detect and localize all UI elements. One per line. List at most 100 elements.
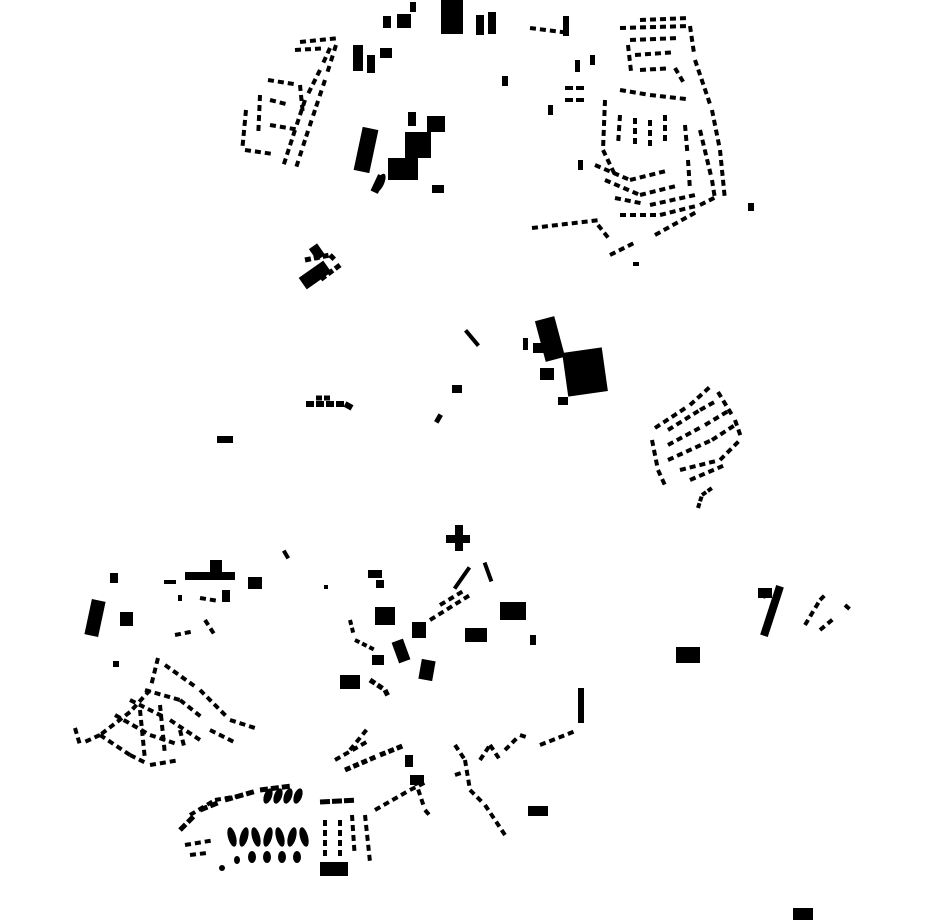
building	[654, 51, 662, 56]
building	[639, 25, 647, 30]
building	[669, 16, 677, 21]
building	[138, 709, 143, 717]
building	[410, 2, 416, 12]
building	[353, 126, 379, 174]
building	[218, 732, 226, 739]
building	[629, 37, 637, 42]
building	[299, 827, 309, 847]
building	[649, 36, 657, 42]
building	[361, 641, 368, 648]
building	[698, 461, 706, 468]
building	[676, 647, 700, 663]
building	[702, 87, 709, 95]
building	[324, 395, 330, 401]
building	[256, 114, 262, 122]
building	[186, 814, 196, 824]
building	[308, 243, 326, 261]
building	[294, 47, 302, 52]
building	[93, 733, 101, 740]
building	[263, 851, 271, 863]
building	[326, 401, 334, 407]
building	[418, 658, 436, 682]
building	[319, 37, 327, 42]
building	[571, 220, 578, 226]
building	[178, 698, 186, 706]
building	[667, 440, 675, 447]
building	[244, 148, 252, 153]
building	[149, 762, 157, 767]
building	[298, 260, 332, 290]
building	[334, 755, 342, 762]
building	[256, 124, 261, 132]
building	[319, 273, 328, 282]
building	[366, 844, 371, 852]
building	[759, 593, 767, 599]
building	[530, 635, 536, 645]
building	[199, 596, 207, 601]
building	[441, 0, 463, 34]
building	[690, 45, 696, 53]
building	[659, 16, 667, 22]
building	[146, 707, 155, 714]
building	[663, 135, 667, 141]
building	[328, 253, 337, 262]
building	[679, 16, 687, 21]
building	[700, 490, 708, 497]
building	[168, 739, 176, 746]
building	[154, 690, 161, 697]
building	[323, 830, 327, 836]
building	[629, 25, 637, 30]
building	[653, 423, 662, 430]
building	[649, 93, 657, 98]
building	[475, 795, 483, 803]
building	[242, 119, 248, 127]
building	[803, 618, 810, 627]
building	[633, 118, 637, 124]
building	[138, 757, 146, 764]
building	[336, 401, 344, 407]
building	[306, 86, 313, 95]
building	[281, 783, 291, 790]
building	[626, 241, 635, 248]
building	[483, 745, 491, 753]
building	[311, 109, 317, 117]
building	[500, 602, 526, 620]
building	[304, 47, 312, 52]
building	[698, 129, 704, 137]
building	[140, 729, 145, 737]
building	[152, 667, 158, 675]
building	[229, 718, 237, 724]
building	[226, 737, 235, 744]
building	[350, 824, 356, 832]
building	[648, 130, 652, 136]
building	[669, 209, 677, 215]
building	[323, 850, 327, 856]
building	[368, 754, 377, 762]
building	[696, 502, 702, 509]
building	[316, 395, 322, 401]
building	[826, 618, 834, 626]
building	[603, 167, 611, 174]
building	[668, 184, 676, 190]
building	[323, 820, 327, 826]
building	[241, 129, 247, 137]
building	[197, 805, 205, 812]
building	[721, 189, 727, 196]
building	[321, 56, 328, 64]
building	[264, 150, 272, 156]
building	[601, 119, 607, 127]
building	[531, 225, 539, 230]
building	[656, 469, 663, 477]
building	[149, 733, 157, 739]
building	[519, 733, 527, 739]
building	[711, 189, 717, 197]
building	[563, 16, 569, 36]
building	[558, 397, 568, 405]
building	[283, 788, 293, 804]
building	[468, 788, 476, 796]
building	[309, 38, 317, 43]
building	[124, 710, 132, 718]
building	[100, 728, 108, 736]
building	[629, 89, 637, 95]
building	[693, 59, 699, 67]
